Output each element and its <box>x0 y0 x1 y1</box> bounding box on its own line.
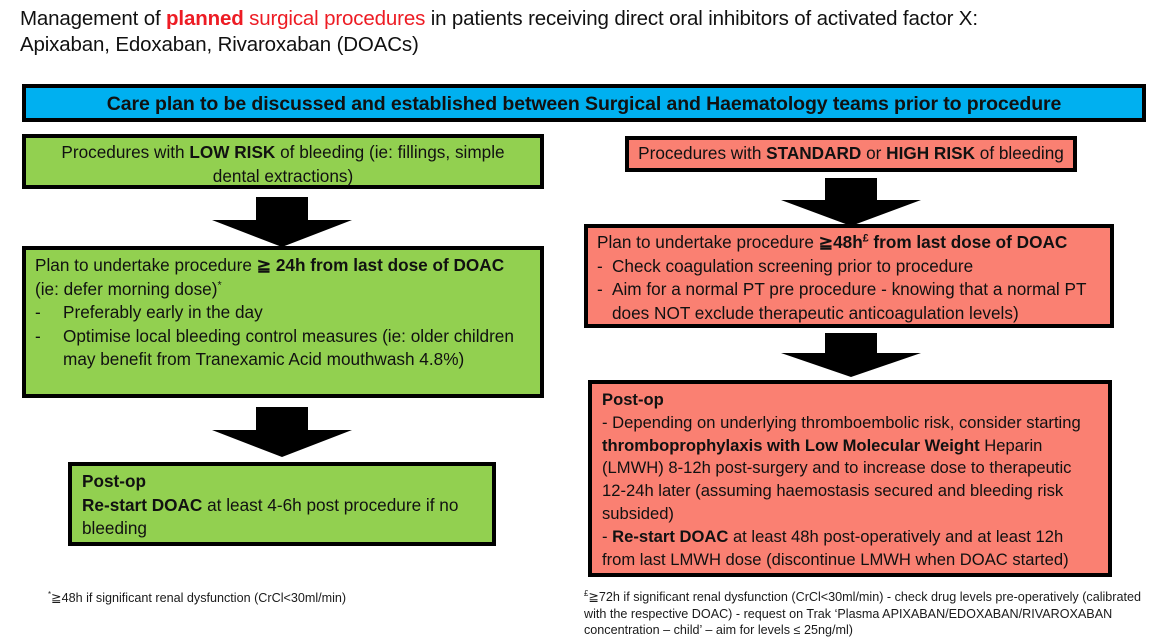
plan-bullet-1-text: Preferably early in the day <box>63 302 263 322</box>
title-accent-surgical-procedures: surgical procedures <box>243 7 426 30</box>
left-footnote-marker: * <box>48 589 52 599</box>
left-footnote: *≧48h if significant renal dysfunction (… <box>48 590 518 607</box>
postop-heading: Post-op <box>82 470 482 494</box>
high-risk-plan-line-1-bold: ≧48h <box>818 232 863 252</box>
bullet-dash: - <box>597 279 603 299</box>
high-risk-plan-bullet-2-text: Aim for a normal PT pre procedure - know… <box>612 279 1087 323</box>
bullet-dash: - <box>35 302 41 322</box>
right-footnote-text: ≧72h if significant renal dysfunction (C… <box>584 590 1142 637</box>
high-risk-plan-line-1-bold2: from last dose of DOAC <box>868 232 1068 252</box>
high-risk-text-pre: Procedures with <box>638 143 767 163</box>
high-risk-label-standard: STANDARD <box>766 143 862 163</box>
postop-body: Re-start DOAC at least 4-6h post procedu… <box>82 494 482 541</box>
postop-para1-pre: - Depending on underlying thromboembolic… <box>602 412 1081 432</box>
postop-para2-bold: Re-start DOAC <box>612 526 729 546</box>
plan-line-1: Plan to undertake procedure ≧ 24h from l… <box>35 254 531 278</box>
title-line-2: Apixaban, Edoxaban, Rivaroxaban (DOACs) <box>20 33 419 56</box>
plan-line-2: (ie: defer morning dose)* <box>35 278 531 302</box>
high-risk-postop-para-1: - Depending on underlying thromboembolic… <box>602 412 1098 526</box>
down-arrow-plan-to-postop-right <box>781 333 921 377</box>
postop-para1-bold: thromboprophylaxis with Low Molecular We… <box>602 435 980 455</box>
postop-body-text: at least 4-6h post procedure if no bleed… <box>82 494 459 539</box>
high-risk-label-high: HIGH RISK <box>886 143 975 163</box>
high-risk-box: Procedures with STANDARD or HIGH RISK of… <box>625 136 1077 172</box>
high-risk-plan-bullet-2: - Aim for a normal PT pre procedure - kn… <box>597 278 1101 325</box>
high-risk-plan-bullet-1-text: Check coagulation screening prior to pro… <box>612 255 974 276</box>
high-risk-plan-line-1-pre: Plan to undertake procedure <box>597 232 819 252</box>
high-risk-plan-line-1: Plan to undertake procedure ≧48h£ from l… <box>597 231 1101 255</box>
right-footnote: £≧72h if significant renal dysfunction (… <box>584 589 1154 639</box>
low-risk-label: LOW RISK <box>189 142 276 162</box>
down-arrow-low-risk-to-plan <box>212 197 352 247</box>
postop-restart-label: Re-start DOAC <box>82 494 203 515</box>
left-footnote-text: ≧48h if significant renal dysfunction (C… <box>51 591 347 605</box>
care-plan-banner: Care plan to be discussed and establishe… <box>22 84 1146 122</box>
bullet-dash: - <box>35 325 41 346</box>
low-risk-postop-box: Post-op Re-start DOAC at least 4-6h post… <box>68 462 496 546</box>
down-arrow-plan-to-postop <box>212 407 352 457</box>
postop-heading-text: Post-op <box>82 471 146 491</box>
plan-bullet-2-text: Optimise local bleeding control measures… <box>63 325 514 370</box>
page-title: Management of planned surgical procedure… <box>20 6 1150 58</box>
low-risk-box: Procedures with LOW RISK of bleeding (ie… <box>22 134 544 189</box>
postop-para2-post: at least 48h post-operatively and at lea… <box>602 526 1069 569</box>
down-arrow-high-risk-to-plan <box>781 178 921 226</box>
high-risk-postop-heading: Post-op <box>602 389 1098 412</box>
title-segment-1: Management of <box>20 7 167 30</box>
high-risk-plan-footnote-marker: £ <box>862 232 869 245</box>
high-risk-text-post: of bleeding <box>974 143 1064 163</box>
plan-bullet-2: - Optimise local bleeding control measur… <box>35 325 531 372</box>
right-footnote-marker: £ <box>584 588 589 598</box>
low-risk-text-pre: Procedures with <box>61 142 190 162</box>
plan-line-1-bold: ≧ 24h from last dose of DOAC <box>256 255 505 275</box>
title-accent-planned: planned <box>166 7 244 30</box>
plan-line-2-text: (ie: defer morning dose) <box>35 278 218 299</box>
high-risk-postop-para-2: - Re-start DOAC at least 48h post-operat… <box>602 526 1098 572</box>
plan-bullet-1: - Preferably early in the day <box>35 301 531 325</box>
high-risk-postop-box: Post-op - Depending on underlying thromb… <box>588 380 1112 577</box>
high-risk-plan-box: Plan to undertake procedure ≧48h£ from l… <box>584 224 1114 328</box>
bullet-dash: - <box>597 255 603 276</box>
high-risk-postop-heading-text: Post-op <box>602 390 664 409</box>
high-risk-plan-bullet-1: - Check coagulation screening prior to p… <box>597 255 1101 279</box>
low-risk-text-post: of bleeding (ie: fillings, simple dental… <box>212 142 505 186</box>
postop-para1-post: Heparin (LMWH) 8-12h post-surgery and to… <box>602 435 1072 523</box>
postop-para2-dash: - <box>602 526 613 546</box>
plan-line-1-pre: Plan to undertake procedure <box>35 255 257 275</box>
care-plan-banner-text: Care plan to be discussed and establishe… <box>106 93 1062 115</box>
plan-line-2-footnote-marker: * <box>217 278 222 291</box>
low-risk-plan-box: Plan to undertake procedure ≧ 24h from l… <box>22 246 544 398</box>
high-risk-text-mid: or <box>861 143 887 163</box>
title-segment-2: in patients receiving direct oral inhibi… <box>425 7 978 30</box>
